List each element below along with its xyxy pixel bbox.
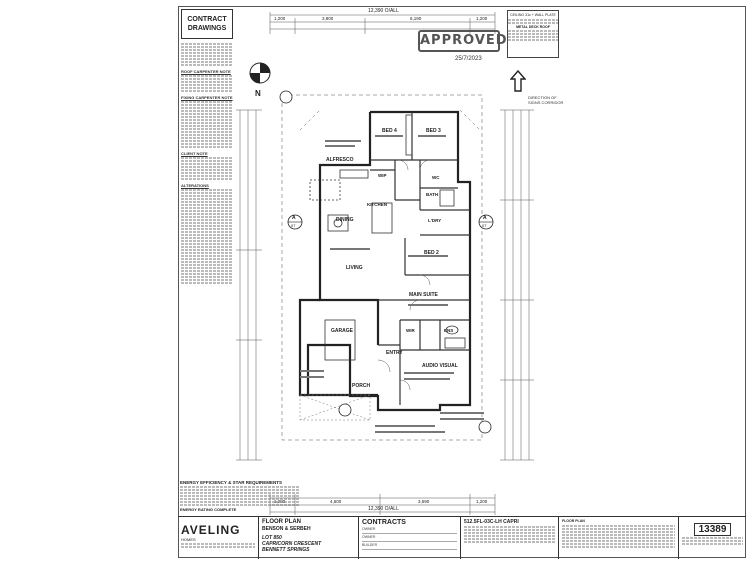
job-number-cell: 13389 xyxy=(678,517,746,559)
room-dining: DINING xyxy=(336,217,354,223)
section-marker-a-right: A xyxy=(483,215,487,221)
brand-sub: HOMES xyxy=(181,537,196,542)
room-garage: GARAGE xyxy=(331,328,353,334)
room-bath: BATH xyxy=(426,192,439,197)
room-alfresco: ALFRESCO xyxy=(326,157,354,163)
street-name: CAPRICORN CRESCENT xyxy=(262,541,322,547)
energy-heading: ENERGY EFFICIENCY & STAR REQUIREMENTS xyxy=(180,480,283,485)
direction-note: DIRECTION OF SIGNS CORRIDOR xyxy=(528,95,563,105)
client-note: CLIENT NOTE xyxy=(181,151,208,156)
metal-deck-roof: METAL DECK ROOF xyxy=(516,24,550,29)
room-bed3: BED 3 xyxy=(426,128,441,134)
room-wc: WC xyxy=(432,175,440,180)
title-line-2: DRAWINGS xyxy=(187,25,227,32)
job-number: 13389 xyxy=(693,523,732,536)
contracts-cell: CONTRACTS OWNER OWNER BUILDER xyxy=(358,517,460,559)
roof-carpenter-note: ROOF CARPENTER NOTE xyxy=(181,69,231,74)
top-overall-dimension: 12,390 O/ALL xyxy=(368,8,399,14)
top-dim-1: 1,200 xyxy=(274,16,286,21)
contract-row-owner-2: OWNER xyxy=(362,534,457,542)
title-line-1: CONTRACT xyxy=(187,16,227,23)
contract-row-owner-1: OWNER xyxy=(362,526,457,534)
approved-stamp: APPROVED xyxy=(418,30,507,52)
bottom-overall-dimension: 12,390 O/ALL xyxy=(368,506,399,512)
bottom-dim-2: 4,600 xyxy=(330,499,342,504)
room-bed4: BED 4 xyxy=(382,128,397,134)
plan-info-cell: FLOOR PLAN BENSON & SERBEH LOT 850 CAPRI… xyxy=(258,517,358,559)
lot-number: LOT 850 xyxy=(262,535,282,541)
room-ens: ENS xyxy=(444,328,454,333)
approval-date: 25/7/2023 xyxy=(455,56,482,62)
room-main-suite: MAIN SUITE xyxy=(409,292,438,298)
suburb-name: BENNETT SPRINGS xyxy=(262,547,310,553)
energy-efficiency-box: ENERGY EFFICIENCY & STAR REQUIREMENTS EN… xyxy=(180,480,300,515)
room-bed2: BED 2 xyxy=(424,250,439,256)
builder-logo: AVELING HOMES xyxy=(178,517,258,559)
revision-cell: FLOOR PLAN xyxy=(558,517,678,559)
section-sheet-right: 07 xyxy=(482,223,487,228)
room-porch: PORCH xyxy=(352,383,371,389)
ceiling-heading: CEILING 31c + WALL PLATE xyxy=(510,13,556,17)
top-dim-3: 6,190 xyxy=(410,16,422,21)
room-kitchen: KITCHEN xyxy=(367,202,387,207)
fixing-carpenter-note: FIXING CARPENTER NOTE xyxy=(181,95,233,100)
floor-plan-label: FLOOR PLAN xyxy=(562,519,585,523)
room-audio-visual: AUDIO VISUAL xyxy=(422,363,458,369)
direction-line-1: DIRECTION OF xyxy=(528,95,557,100)
room-ldry: L'DRY xyxy=(428,218,442,223)
title-block: AVELING HOMES FLOOR PLAN BENSON & SERBEH… xyxy=(178,516,746,559)
alterations-note: ALTERATIONS xyxy=(181,183,209,188)
drawing-frame xyxy=(178,6,746,558)
plan-title: FLOOR PLAN xyxy=(262,519,301,525)
contract-drawings-title: CONTRACT DRAWINGS xyxy=(181,9,233,39)
ceiling-notes-box: CEILING 31c + WALL PLATE METAL DECK ROOF xyxy=(507,10,559,58)
notes-column: ROOF CARPENTER NOTE FIXING CARPENTER NOT… xyxy=(181,42,233,285)
direction-line-2: SIGNS CORRIDOR xyxy=(528,100,564,105)
direction-arrow-icon xyxy=(510,70,526,92)
top-dim-2: 3,800 xyxy=(322,16,334,21)
brand-name: AVELING xyxy=(181,523,241,537)
room-entry: ENTRY xyxy=(386,350,403,356)
bottom-dim-4: 1,200 xyxy=(476,499,488,504)
bottom-dim-3: 3,590 xyxy=(418,499,430,504)
contracts-title: CONTRACTS xyxy=(362,519,406,526)
contract-row-builder: BUILDER xyxy=(362,542,457,550)
energy-rating: ENERGY RATING COMPLETE xyxy=(180,507,237,512)
north-compass-icon xyxy=(249,62,271,84)
house-code-cell: 512.5FL-03C-LH CAPRI xyxy=(460,517,558,559)
section-marker-a-left: A xyxy=(292,215,296,221)
room-wir: WIR xyxy=(406,328,415,333)
house-code: 512.5FL-03C-LH CAPRI xyxy=(464,519,519,525)
section-sheet-left: 07 xyxy=(291,223,296,228)
room-wip: WIP xyxy=(378,173,387,178)
north-label: N xyxy=(255,89,261,98)
client-name: BENSON & SERBEH xyxy=(262,526,311,532)
room-living: LIVING xyxy=(346,265,363,271)
top-dim-4: 1,200 xyxy=(476,16,488,21)
